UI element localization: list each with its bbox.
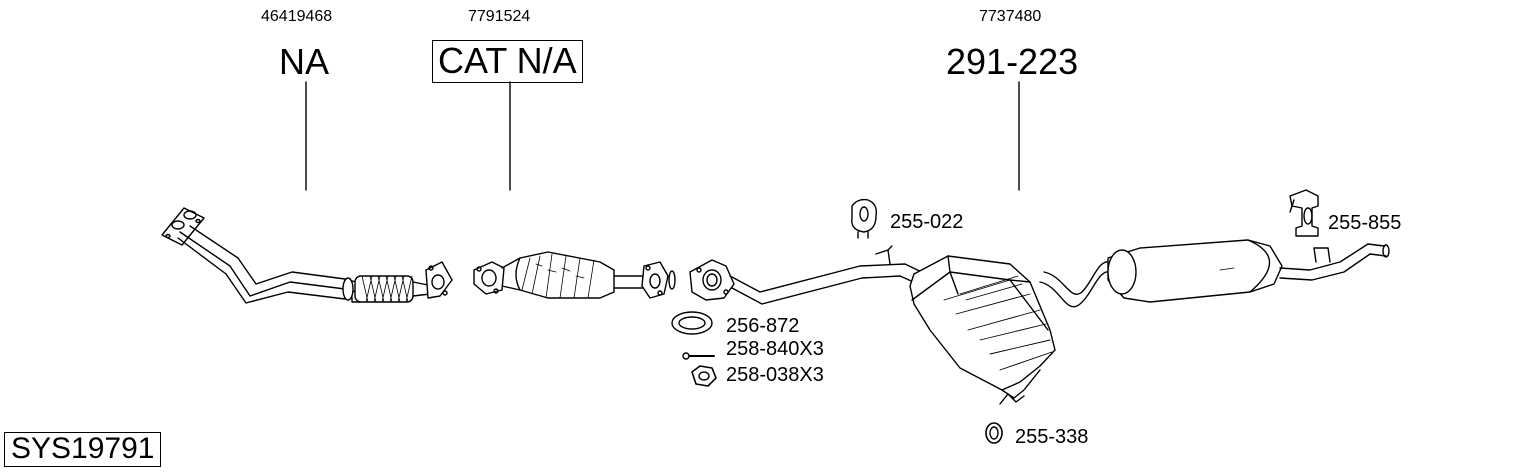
- hanger-255-855: [1289, 189, 1319, 237]
- part-label-255-022[interactable]: 255-022: [890, 211, 964, 233]
- gasket-256-872: [671, 311, 713, 335]
- oe-number-7737480: 7737480: [979, 8, 1042, 25]
- bolt-258-840: [682, 352, 715, 360]
- nut-258-038: [691, 365, 717, 387]
- part-label-256-872[interactable]: 256-872: [726, 315, 800, 337]
- part-label-258-840x3[interactable]: 258-840X3: [726, 338, 824, 360]
- oe-number-7791524: 7791524: [468, 8, 531, 25]
- center-rear-pipe-part: [668, 239, 1390, 405]
- hanger-255-022: [851, 198, 878, 239]
- ring-255-338: [985, 422, 1003, 444]
- front-pipe-part: [161, 207, 453, 304]
- part-label-255-855[interactable]: 255-855: [1328, 212, 1402, 234]
- part-code-291-223[interactable]: 291-223: [946, 41, 1079, 82]
- catalytic-converter-part: [473, 251, 669, 299]
- part-code-na[interactable]: NA: [279, 41, 330, 82]
- system-id-label: SYS19791: [4, 432, 162, 467]
- oe-number-46419468: 46419468: [261, 8, 333, 25]
- part-label-255-338[interactable]: 255-338: [1015, 426, 1089, 448]
- part-label-258-038x3[interactable]: 258-038X3: [726, 364, 824, 386]
- part-code-cat-na[interactable]: CAT N/A: [432, 40, 583, 83]
